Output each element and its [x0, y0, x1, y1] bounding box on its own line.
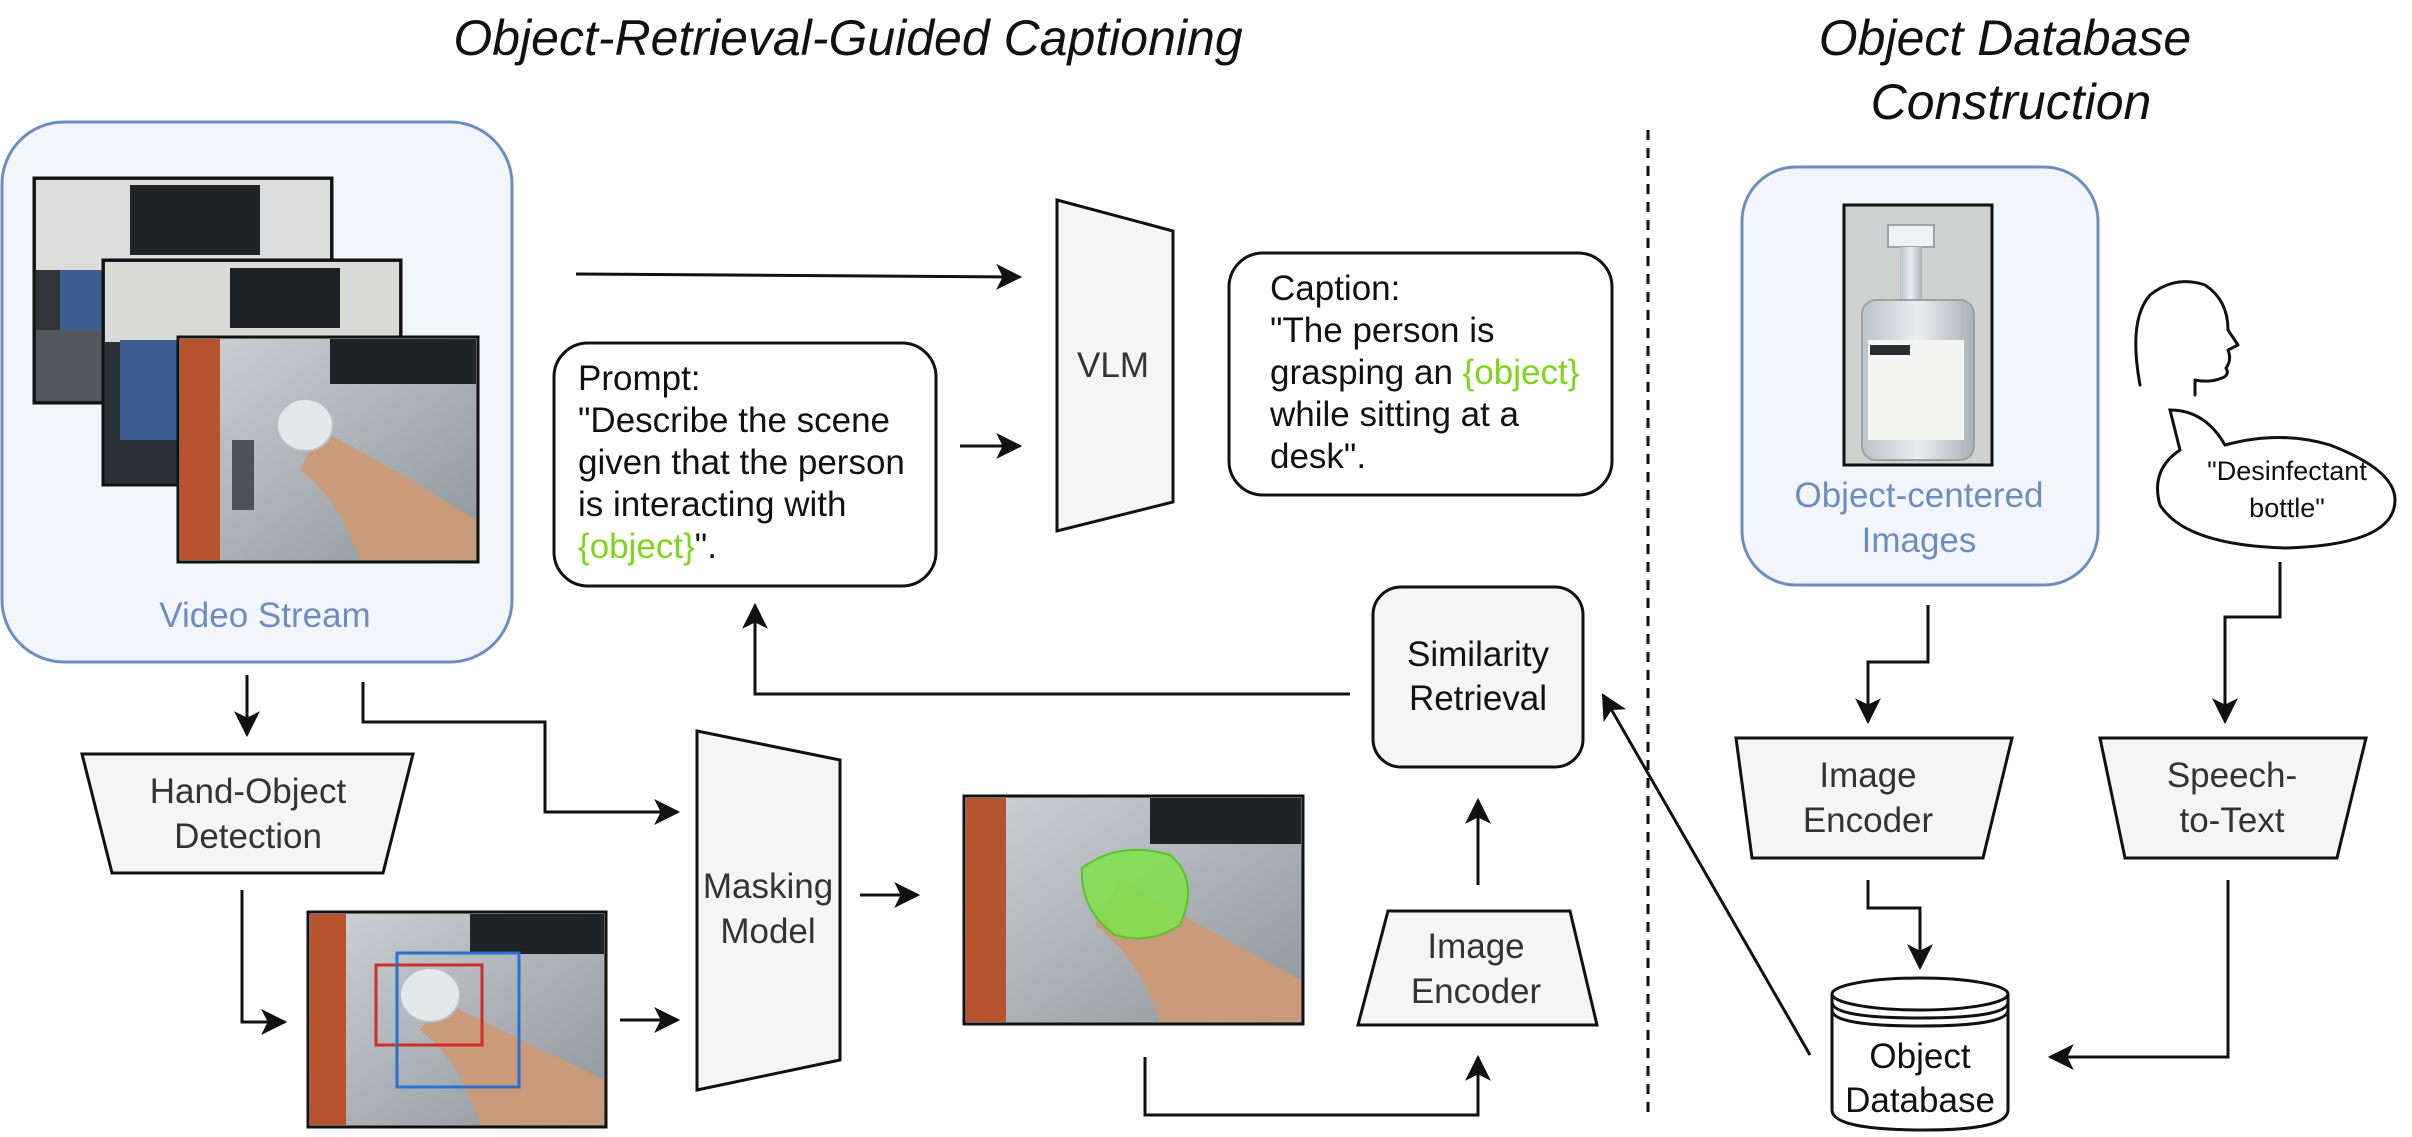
- similarity-retrieval-node: Similarity Retrieval: [1371, 585, 1585, 769]
- hand-object-detection-node: Hand-Object Detection: [80, 752, 415, 875]
- caption-object-placeholder: {object}: [1463, 353, 1580, 392]
- similarity-line-2: Retrieval: [1409, 679, 1547, 718]
- prompt-line-2: "Describe the scene: [578, 401, 890, 440]
- caption-line-4: while sitting at a: [1269, 395, 1520, 434]
- object-photo: [1842, 203, 1994, 467]
- prompt-line-4: is interacting with: [578, 485, 846, 524]
- speech-line-2: bottle": [2249, 493, 2325, 523]
- image-encoder-right-line-2: Encoder: [1803, 801, 1934, 840]
- hand-object-line-1: Hand-Object: [150, 772, 347, 811]
- object-db-line-1: Object: [1869, 1037, 1970, 1076]
- object-database-node: Object Database: [1830, 976, 2010, 1132]
- caption-line-2: "The person is: [1270, 311, 1494, 350]
- arrow-stt-to-database: [2047, 880, 2230, 1070]
- speech-to-text-node: Speech- to-Text: [2098, 736, 2368, 860]
- title-right-line1: Object Database: [1819, 10, 2191, 66]
- arrow-encoder-to-database: [1866, 880, 1933, 971]
- speech-to-text-line-1: Speech-: [2167, 756, 2297, 795]
- person-head-icon: [2134, 280, 2240, 397]
- object-images-label-line-2: Images: [1862, 521, 1977, 560]
- prompt-line-1: Prompt:: [578, 359, 701, 398]
- masking-line-2: Model: [720, 912, 815, 951]
- hand-object-line-2: Detection: [174, 817, 322, 856]
- arrow-video-to-masking: [361, 682, 681, 825]
- connectors: [234, 263, 2282, 1117]
- masking-model-node: Masking Model: [695, 729, 842, 1092]
- caption-line-3: grasping an {object}: [1270, 353, 1580, 392]
- object-db-line-2: Database: [1845, 1081, 1995, 1120]
- caption-line-1: Caption:: [1270, 269, 1400, 308]
- detection-output-image: [306, 910, 608, 1129]
- prompt-line-5: {object}".: [578, 527, 717, 566]
- image-encoder-left-line-2: Encoder: [1411, 972, 1542, 1011]
- speech-line-1: "Desinfectant: [2207, 456, 2367, 486]
- prompt-line-3: given that the person: [578, 443, 905, 482]
- video-frame-3: [176, 335, 480, 564]
- masked-output-image: [962, 794, 1305, 1026]
- video-stream-label: Video Stream: [159, 596, 370, 635]
- video-stream-panel: Video Stream: [0, 120, 514, 664]
- arrow-detection-to-image: [240, 890, 288, 1035]
- arrow-images-to-encoder: [1855, 605, 1930, 725]
- object-bounding-box: [374, 963, 484, 1047]
- image-encoder-right-node: Image Encoder: [1734, 736, 2014, 860]
- vlm-label: VLM: [1077, 346, 1149, 385]
- masking-line-1: Masking: [703, 867, 833, 906]
- arrow-video-to-vlm: [575, 263, 1023, 290]
- object-images-panel: Object-centered Images: [1740, 165, 2100, 587]
- caption-line-5: desk".: [1270, 437, 1366, 476]
- object-images-label-line-1: Object-centered: [1794, 476, 2043, 515]
- prompt-line-5-end: ".: [695, 527, 717, 566]
- arrow-similarity-to-prompt: [742, 602, 1350, 696]
- image-encoder-right-line-1: Image: [1819, 756, 1916, 795]
- caption-line-3-start: grasping an: [1270, 353, 1463, 392]
- speech-bubble: "Desinfectant bottle": [2156, 408, 2397, 550]
- image-encoder-left-node: Image Encoder: [1356, 909, 1599, 1027]
- arrow-masked-to-encoder: [1143, 1054, 1491, 1117]
- prompt-object-placeholder: {object}: [578, 527, 695, 566]
- image-encoder-left-line-1: Image: [1427, 927, 1524, 966]
- similarity-line-1: Similarity: [1407, 635, 1549, 674]
- speech-to-text-line-2: to-Text: [2179, 801, 2284, 840]
- arrow-database-to-similarity: [1601, 693, 1812, 1056]
- arrow-speech-to-stt: [2212, 562, 2282, 725]
- object-mask-overlay: [1080, 848, 1189, 940]
- title-left: Object-Retrieval-Guided Captioning: [453, 10, 1242, 66]
- vlm-node: VLM: [1055, 198, 1175, 533]
- prompt-box: Prompt: "Describe the scene given that t…: [552, 341, 938, 588]
- hand-bounding-box: [395, 951, 521, 1089]
- caption-box: Caption: "The person is grasping an {obj…: [1227, 251, 1614, 497]
- title-right-line2: Construction: [1871, 74, 2152, 130]
